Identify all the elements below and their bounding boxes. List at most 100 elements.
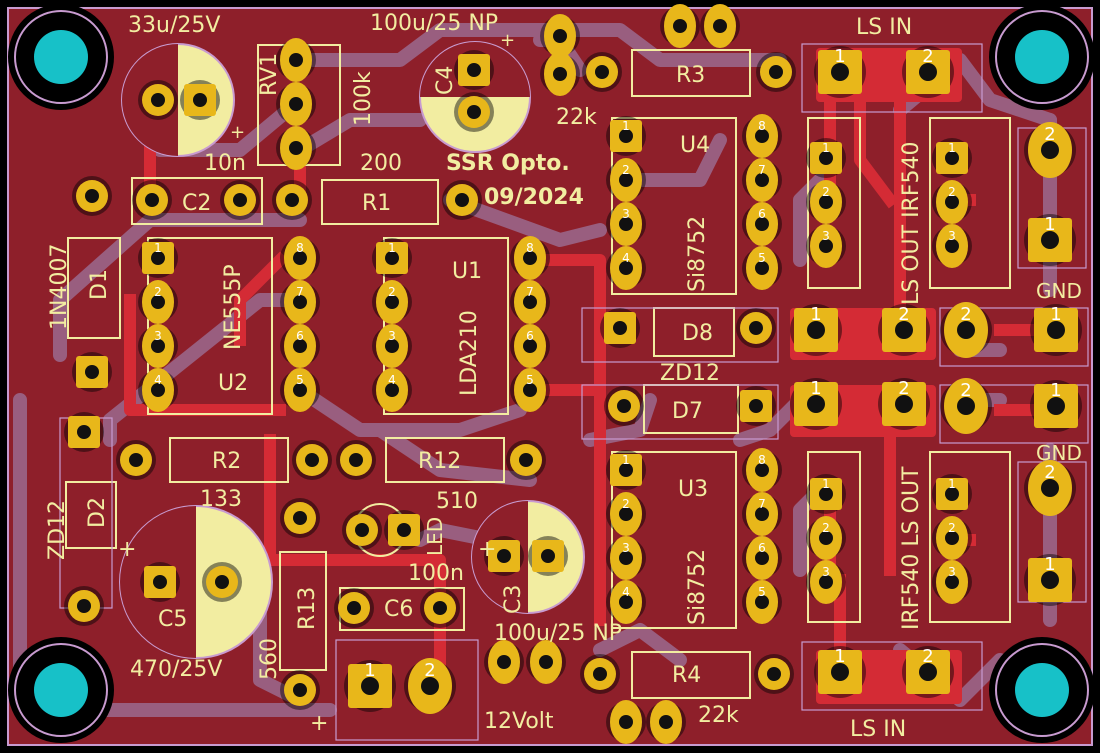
r1-pad-1 xyxy=(272,180,312,220)
svg-text:1: 1 xyxy=(948,141,956,155)
c1-plus-sign: + xyxy=(230,122,245,143)
d7-pad-2 xyxy=(736,386,776,426)
svg-text:1: 1 xyxy=(622,119,630,133)
svg-text:3: 3 xyxy=(622,541,630,555)
svg-text:2: 2 xyxy=(1044,124,1055,145)
c3-value-label: 100u/25 NP xyxy=(494,621,622,646)
jumper-top-1 xyxy=(540,14,580,58)
c5-ref-label: C5 xyxy=(158,607,187,632)
c2-pad-1 xyxy=(132,180,172,220)
svg-text:1: 1 xyxy=(364,660,375,681)
svg-text:1: 1 xyxy=(822,477,830,491)
c4-plus-sign: + xyxy=(500,30,515,51)
r2-value-label: 133 xyxy=(200,487,242,512)
r4-ref-label: R4 xyxy=(672,663,701,688)
svg-text:5: 5 xyxy=(758,251,766,265)
c5-pad-neg xyxy=(202,562,242,602)
svg-text:7: 7 xyxy=(758,163,766,177)
r1-pad-2 xyxy=(442,180,482,220)
svg-text:8: 8 xyxy=(526,241,534,255)
svg-text:1: 1 xyxy=(388,241,396,255)
q-bot-left-pin-2: 2 xyxy=(806,516,846,560)
r12-pad-2 xyxy=(506,440,546,480)
mount-hole-tl xyxy=(8,4,114,110)
mount-hole-tr xyxy=(989,4,1095,110)
q-top-right-pin-3: 3 xyxy=(932,224,972,268)
r13-ref-label: R13 xyxy=(295,587,320,630)
c5-pad-pos xyxy=(140,562,180,602)
svg-text:6: 6 xyxy=(758,207,766,221)
q-bot-left-pin-1: 1 xyxy=(806,474,846,514)
svg-text:2: 2 xyxy=(960,380,971,401)
power-pin-2: 2 xyxy=(404,658,456,714)
u4-pin-2: 2 xyxy=(606,158,646,202)
u4-pin-8: 8 xyxy=(742,114,782,158)
u1-ref-label: U1 xyxy=(452,259,482,284)
svg-text:3: 3 xyxy=(154,329,162,343)
d1-pad-k xyxy=(72,352,112,392)
c4-value-label: 100u/25 NP xyxy=(370,11,498,36)
gnd1-mid-pin-2: 2 xyxy=(940,302,992,358)
u2-pin-8: 8 xyxy=(280,236,320,280)
c2-value-label: 10n xyxy=(204,151,246,176)
u1-pin-5: 5 xyxy=(510,368,550,412)
svg-text:8: 8 xyxy=(758,453,766,467)
jumper-bot-hdr-1 xyxy=(606,700,646,744)
svg-text:3: 3 xyxy=(948,565,956,579)
c6-ref-label: C6 xyxy=(384,597,413,622)
svg-text:3: 3 xyxy=(822,229,830,243)
u3-pin-4: 4 xyxy=(606,580,646,624)
u1-pin-7: 7 xyxy=(510,280,550,324)
svg-text:4: 4 xyxy=(622,585,630,599)
u2-pin-7: 7 xyxy=(280,280,320,324)
u3-pin-6: 6 xyxy=(742,536,782,580)
q-bot-right-pin-3: 3 xyxy=(932,560,972,604)
jp2-pin-1: 1 xyxy=(790,304,842,356)
u2-pin-1: 1 xyxy=(138,238,178,278)
r13-value-label: 560 xyxy=(257,638,282,680)
svg-text:4: 4 xyxy=(388,373,396,387)
led-ref-label: LED xyxy=(423,517,447,556)
r3-pad-2 xyxy=(756,52,796,92)
q-top-left-pin-3: 3 xyxy=(806,224,846,268)
svg-text:1: 1 xyxy=(822,141,830,155)
gnd1-mid-pin-1: 1 xyxy=(1030,304,1082,356)
ls-in-top-pin-2: 2 xyxy=(902,46,954,98)
svg-text:1: 1 xyxy=(1050,304,1061,325)
svg-text:2: 2 xyxy=(822,185,830,199)
ls-in-top-pin-1: 1 xyxy=(814,46,866,98)
silkscreen-text: 33u/25V C1 RV1 100k 100u/25 NP C4 R3 22k… xyxy=(45,11,1082,742)
svg-text:2: 2 xyxy=(898,378,909,399)
d7-pad-1 xyxy=(604,386,644,426)
rv1-pin-1 xyxy=(276,38,316,82)
gnd1-top-pin-2: 2 xyxy=(1024,122,1076,178)
jumper-bot-2 xyxy=(526,640,566,684)
mount-hole-br xyxy=(989,637,1095,743)
u2-pin-4: 4 xyxy=(138,368,178,412)
svg-text:8: 8 xyxy=(296,241,304,255)
svg-text:2: 2 xyxy=(822,521,830,535)
u4-pin-5: 5 xyxy=(742,246,782,290)
c3-ref-label: C3 xyxy=(501,585,526,614)
u1-pin-3: 3 xyxy=(372,324,412,368)
svg-text:1: 1 xyxy=(622,453,630,467)
u3-ref-label: U3 xyxy=(678,477,708,502)
u2-pin-5: 5 xyxy=(280,368,320,412)
d2-pad-2 xyxy=(64,586,104,626)
svg-text:4: 4 xyxy=(154,373,162,387)
u4-pin-1: 1 xyxy=(606,116,646,156)
d7-ref-label: D7 xyxy=(672,399,703,424)
gnd2-mid-pin-1: 1 xyxy=(1030,380,1082,432)
svg-text:1: 1 xyxy=(1044,554,1055,575)
u4-ref-label: U4 xyxy=(680,133,710,158)
jumper-hdr-2 xyxy=(700,4,740,48)
u1-pin-2: 2 xyxy=(372,280,412,324)
svg-text:2: 2 xyxy=(154,285,162,299)
d8-pad-2 xyxy=(736,308,776,348)
power-pin-1: 1 xyxy=(344,660,396,712)
c5-plus-sign: + xyxy=(118,537,136,562)
silkscreen-outlines xyxy=(65,44,1011,699)
jumper-bot-1 xyxy=(484,640,524,684)
